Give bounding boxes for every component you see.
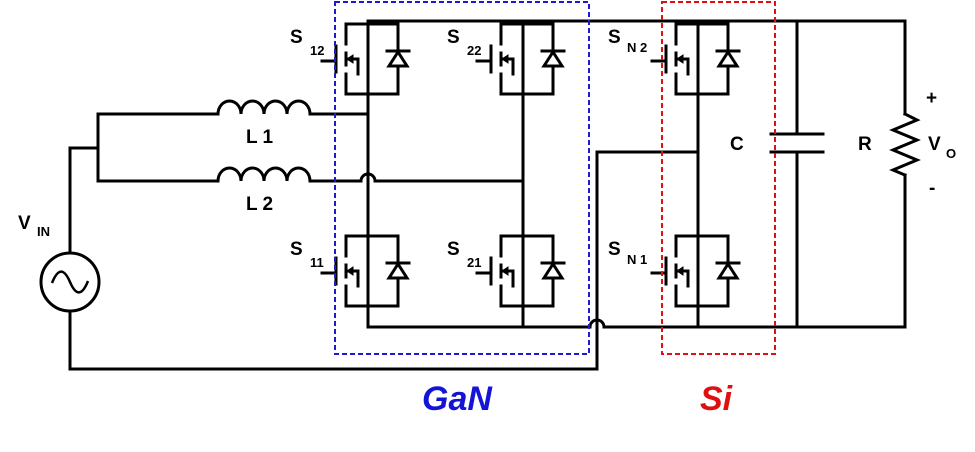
l2-label: L 2 [246,194,273,215]
s11-label: S [290,239,303,260]
sn2-sub: N 2 [627,40,647,55]
capacitor [769,132,825,154]
sn1-label: S [608,239,621,260]
s11-sub: 11 [310,255,324,270]
vin-sub: IN [37,224,50,239]
minus-label: - [929,178,935,199]
s12-sub: 12 [310,43,324,58]
s21-sub: 21 [467,255,481,270]
switch-s22 [475,22,566,96]
si-region-box [661,1,776,355]
si-label: Si [700,380,734,418]
vo-sub: O [946,146,956,161]
s22-label: S [447,27,460,48]
r-label: R [858,134,872,155]
s12-label: S [290,27,303,48]
vo-label: V [928,134,941,155]
bus-wires [366,19,907,339]
gan-region-box [334,1,590,355]
l1-label: L 1 [246,127,274,148]
inductor-l2 [96,166,525,183]
plus-label: + [926,88,937,109]
ac-source [39,251,101,313]
resistor [889,111,921,177]
source-wires [68,112,599,371]
sn1-sub: N 1 [627,252,647,267]
gan-label: GaN [422,380,493,418]
c-label: C [730,134,744,155]
switch-s11 [320,234,411,308]
switch-sn1 [650,234,741,308]
s21-label: S [447,239,460,260]
switch-s21 [475,234,566,308]
vin-label: V [18,213,31,234]
inductor-l1 [96,99,370,116]
s22-sub: 22 [467,43,481,58]
sn2-label: S [608,27,621,48]
switch-sn2 [650,22,741,96]
